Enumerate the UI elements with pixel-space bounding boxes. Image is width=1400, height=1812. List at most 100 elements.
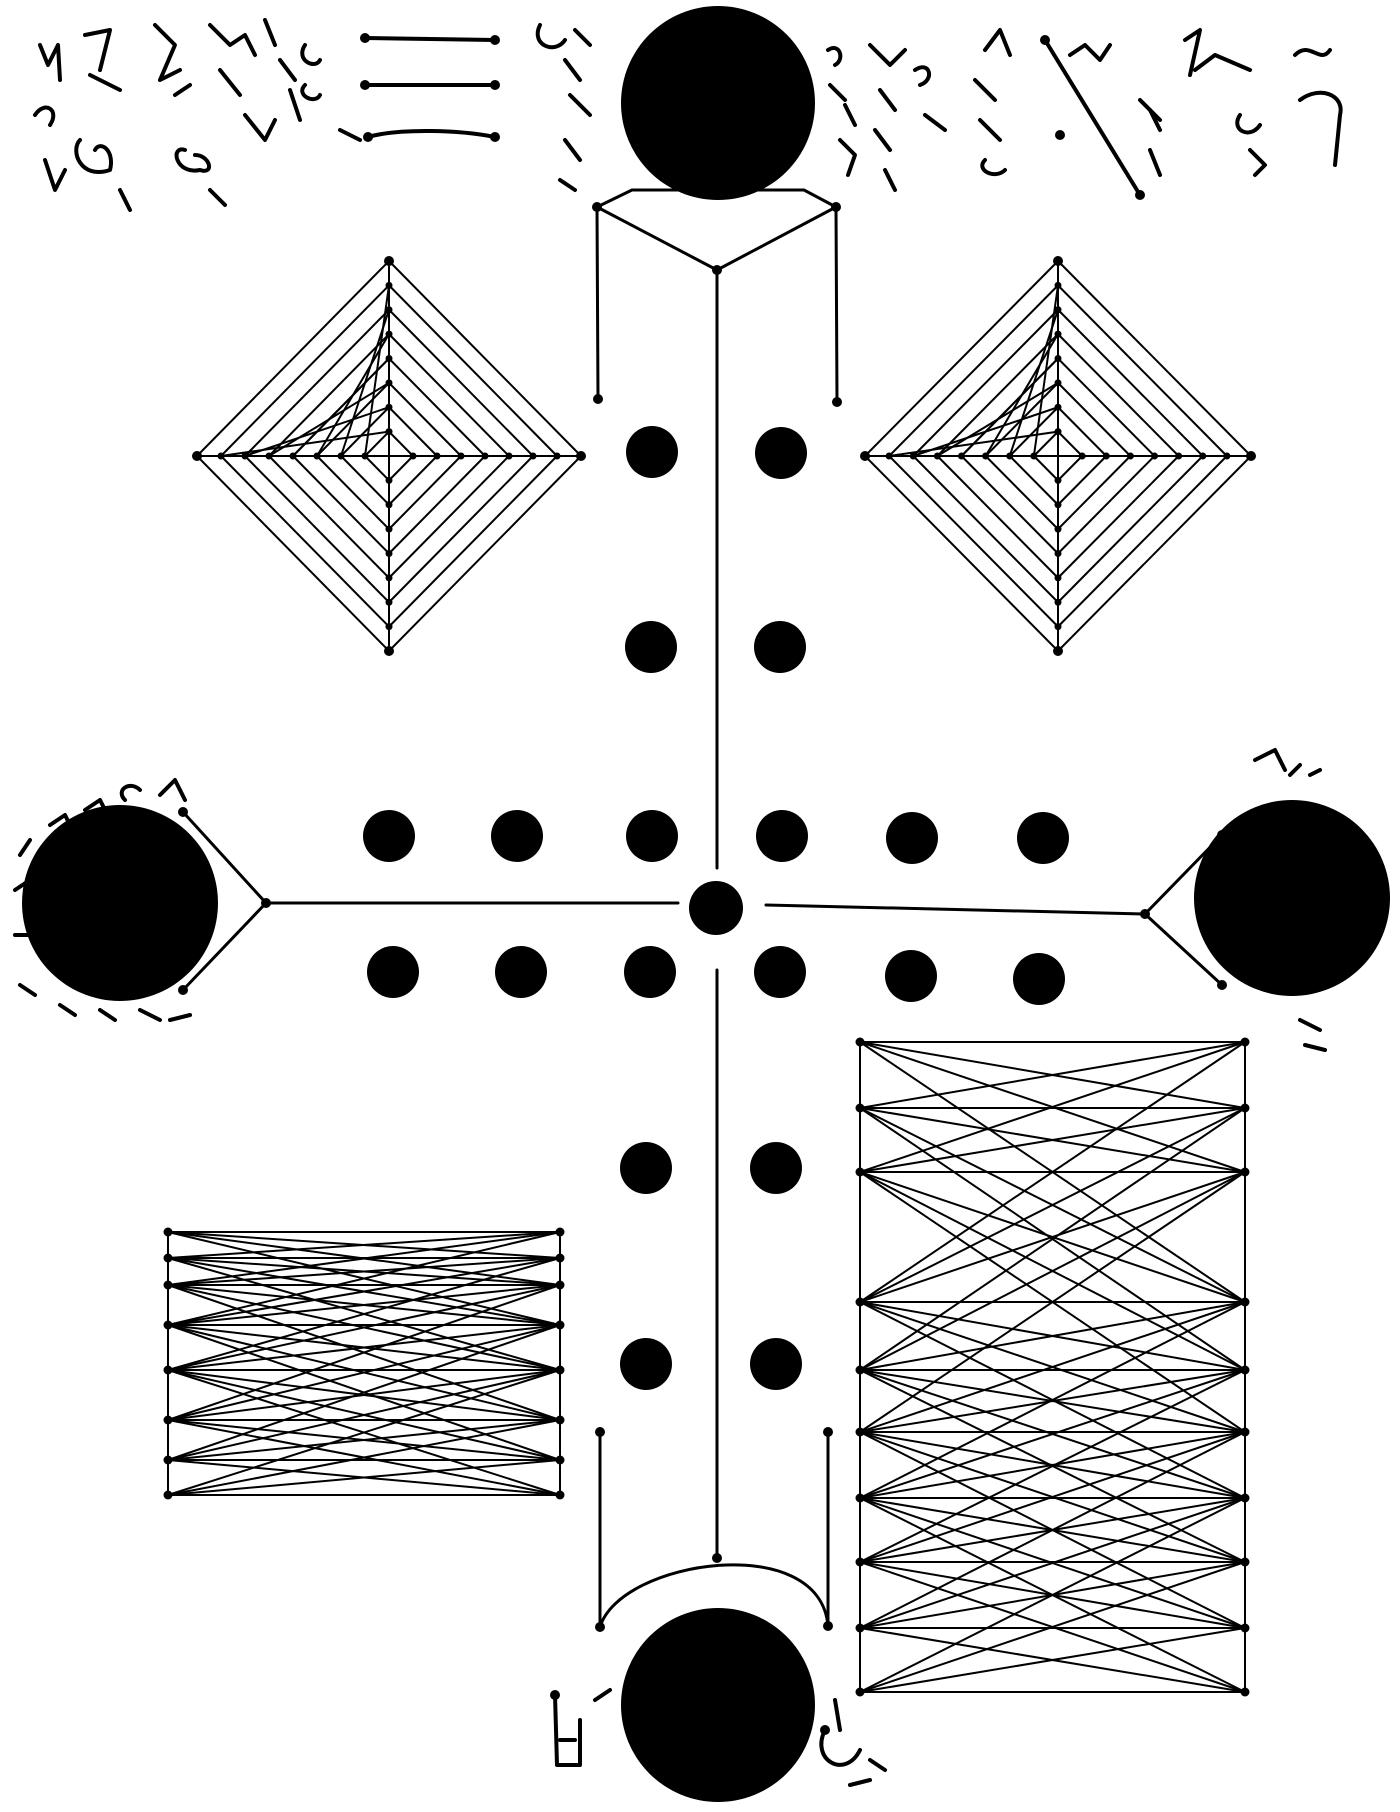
star-string: [936, 455, 1059, 579]
star-string: [1057, 284, 1228, 457]
star-string: [268, 333, 390, 457]
star-string: [1057, 381, 1132, 457]
star-node: [1175, 452, 1183, 460]
star-vertex: [860, 451, 870, 461]
star-node: [505, 452, 513, 460]
lattice-node: [163, 1365, 173, 1375]
lattice-string: [167, 1257, 561, 1371]
star-string: [912, 406, 1059, 457]
star-string: [1032, 455, 1059, 482]
bottom-large-circle: [621, 1608, 815, 1802]
star-node: [337, 452, 345, 460]
star-node: [1054, 281, 1062, 289]
star-node: [385, 428, 393, 436]
lattice-node: [555, 1415, 565, 1425]
star-string: [316, 455, 390, 531]
star-string: [1032, 430, 1059, 457]
lattice-string: [859, 1107, 1246, 1173]
star-string: [1057, 357, 1156, 457]
lattice-string: [167, 1284, 561, 1326]
connector-node: [712, 265, 722, 275]
star-string: [1057, 455, 1180, 579]
lattice-string: [859, 1301, 1246, 1371]
small-dot: [885, 950, 937, 1002]
lattice-node: [163, 1280, 173, 1290]
lattice-string: [167, 1284, 561, 1371]
star-node: [1126, 452, 1134, 460]
lattice-string: [167, 1231, 561, 1326]
star-node: [433, 452, 441, 460]
small-dot: [491, 810, 543, 862]
star-node: [385, 476, 393, 484]
star-string: [340, 455, 390, 506]
star-vertex: [576, 451, 586, 461]
star-node: [385, 403, 393, 411]
star-string: [244, 308, 390, 457]
lattice-string: [167, 1231, 561, 1286]
top-right-post: [834, 205, 839, 404]
star-string: [1057, 455, 1204, 604]
star-node: [481, 452, 489, 460]
small-dot: [620, 1142, 672, 1194]
star-string: [1057, 455, 1156, 555]
lattice-node: [1240, 1427, 1250, 1437]
lattice-node: [1240, 1167, 1250, 1177]
lattice-node: [555, 1455, 565, 1465]
lattice-node: [555, 1490, 565, 1500]
lattice-string: [167, 1324, 561, 1371]
lattice-node: [555, 1253, 565, 1263]
glyph-dot: [1055, 130, 1065, 140]
connector-node: [592, 202, 602, 212]
lattice-string: [167, 1369, 561, 1496]
star-node: [385, 306, 393, 314]
star-string: [268, 455, 390, 579]
lattice-node: [1240, 1557, 1250, 1567]
glyph-cluster-top-right: [1068, 28, 1343, 177]
small-dot: [626, 810, 678, 862]
star-node: [1054, 574, 1062, 582]
star-node: [385, 550, 393, 557]
star-node: [885, 452, 893, 460]
connector-node: [823, 1621, 833, 1631]
lattice-string: [859, 1171, 1246, 1371]
glyph-right-side: [1253, 748, 1327, 1052]
glyph-dot: [360, 80, 370, 90]
lattice-string: [167, 1231, 561, 1259]
glyph-column-top-center-left: [535, 23, 592, 192]
lattice-string: [859, 1369, 1246, 1499]
lattice-node: [163, 1490, 173, 1500]
star-vertex: [384, 646, 394, 656]
lattice-string: [167, 1459, 561, 1496]
star-string: [912, 308, 1059, 457]
star-node: [217, 452, 225, 460]
lattice-node: [1240, 1365, 1250, 1375]
star-node: [1078, 452, 1086, 460]
lattice-node: [555, 1280, 565, 1290]
connector-node: [595, 1622, 605, 1632]
star-vertex: [1053, 256, 1063, 266]
star-node: [958, 452, 965, 460]
star-string: [292, 357, 390, 457]
glyph-dots: [360, 33, 1145, 200]
lattice-string: [167, 1284, 561, 1421]
star-vertex: [1053, 646, 1063, 656]
star-vertex: [192, 451, 202, 461]
connector-node: [1140, 909, 1150, 919]
lattice-string: [859, 1041, 1246, 1109]
lattice-node: [855, 1687, 865, 1697]
small-dot: [750, 1338, 802, 1390]
star-node: [385, 330, 393, 338]
glyph-bottom-left: [553, 1688, 612, 1767]
star-node: [385, 623, 393, 631]
connector-node: [178, 807, 188, 817]
lattice-string: [167, 1419, 561, 1496]
star-string: [1057, 333, 1180, 457]
glyph-dot: [490, 35, 500, 45]
lattice-node: [855, 1365, 865, 1375]
lattice-string: [167, 1257, 561, 1326]
small-dot: [886, 812, 938, 864]
star-vertex: [1246, 451, 1256, 461]
star-node: [385, 355, 393, 362]
star-node: [1054, 330, 1062, 338]
